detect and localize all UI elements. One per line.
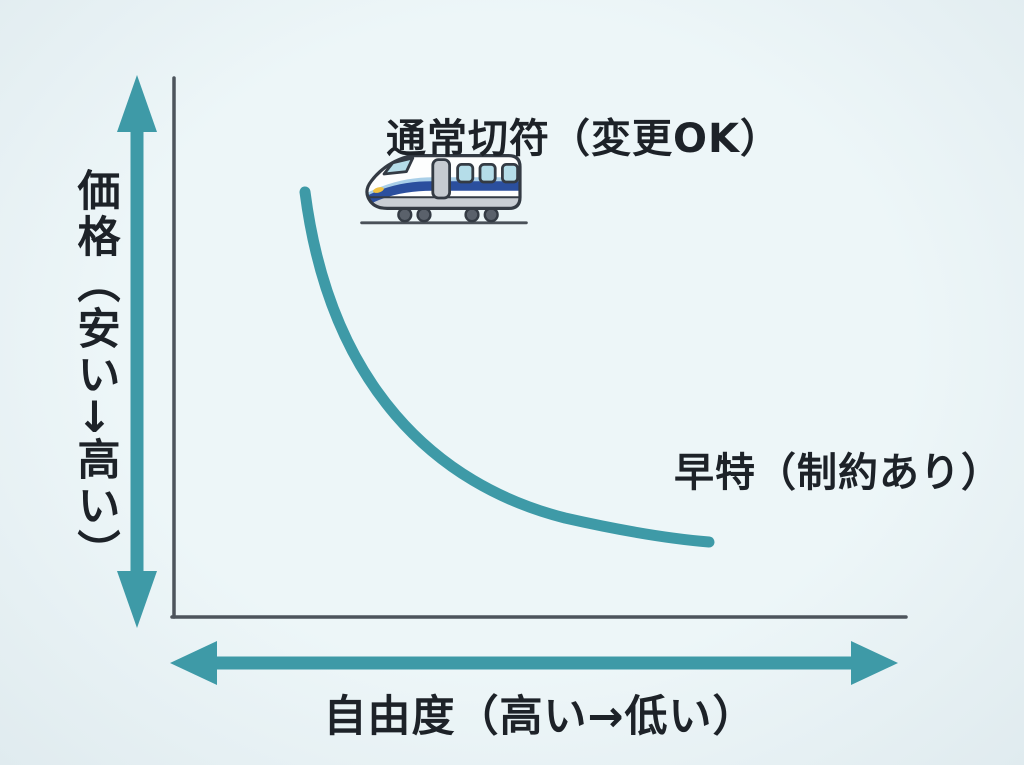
x-axis-label: 自由度（高い→低い） (323, 692, 757, 742)
x-axis-arrow-icon (170, 641, 898, 685)
tradeoff-curve (299, 186, 715, 548)
early-discount-label: 早特（制約あり） (674, 450, 1002, 496)
axis-lines (170, 76, 908, 619)
y-axis-label: 価格（安い→高い） (70, 168, 120, 576)
normal-ticket-label: 通常切符（変更OK） (386, 116, 781, 162)
shinkansen-train-icon-top-left (362, 156, 528, 223)
y-axis-arrow-icon (117, 75, 157, 628)
